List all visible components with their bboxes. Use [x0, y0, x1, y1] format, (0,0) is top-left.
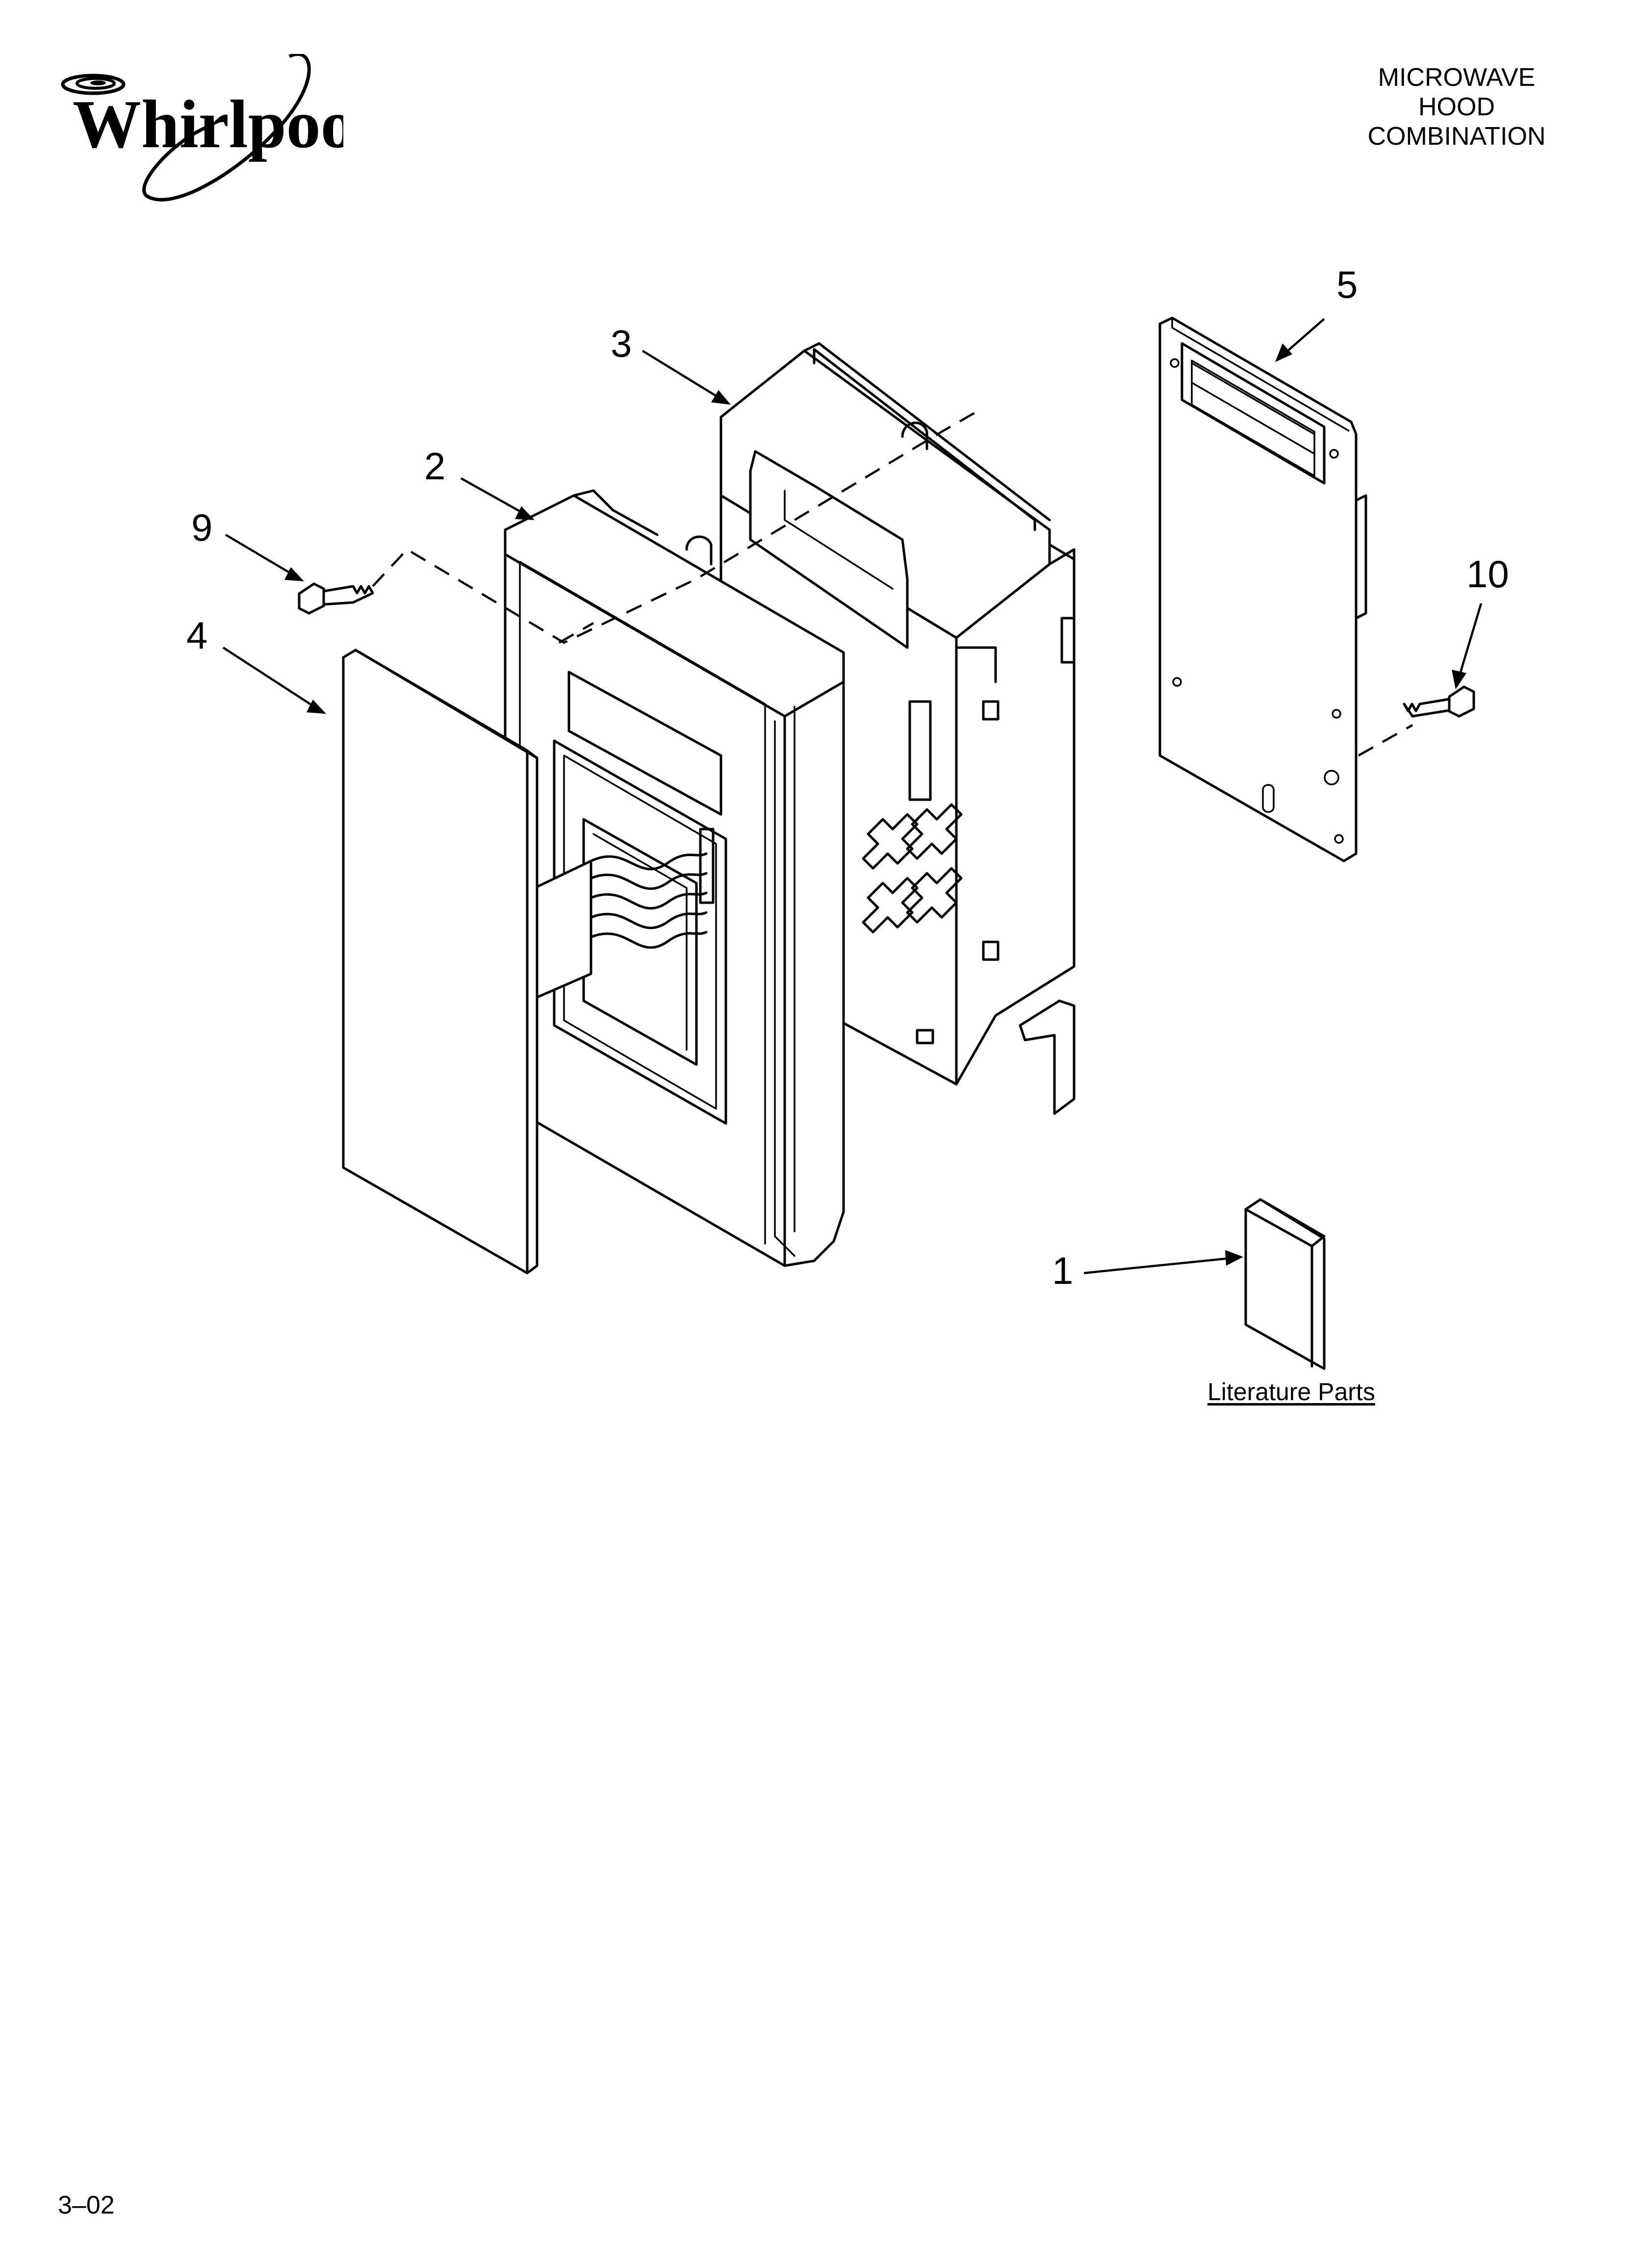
product-title: MICROWAVE HOOD COMBINATION: [1329, 63, 1584, 151]
leader-arrows: [222, 318, 1483, 1275]
product-title-line-2: HOOD: [1418, 93, 1495, 121]
whirlpool-logo: Whirlpool: [61, 54, 343, 202]
ribbon-cable: [533, 852, 708, 1000]
assembly-lines: [372, 411, 1413, 756]
screw-9: [298, 582, 374, 615]
literature-parts-label: Literature Parts: [1207, 1378, 1375, 1406]
callout-4: 4: [186, 614, 208, 657]
literature-book: [1244, 1198, 1326, 1370]
callout-9: 9: [191, 506, 213, 549]
callout-1: 1: [1052, 1249, 1074, 1292]
screw-10: [1403, 685, 1475, 718]
callout-5: 5: [1336, 263, 1358, 306]
circuit-board: [1158, 316, 1367, 862]
callout-10: 10: [1466, 552, 1509, 596]
product-title-line-1: MICROWAVE: [1378, 63, 1536, 92]
touch-panel-overlay: [342, 649, 539, 1275]
callout-2: 2: [424, 444, 446, 488]
callout-3: 3: [611, 322, 632, 365]
product-title-line-3: COMBINATION: [1367, 122, 1546, 151]
revision-code: 3–02: [58, 2191, 115, 2219]
control-panel-frame: [504, 489, 845, 1267]
